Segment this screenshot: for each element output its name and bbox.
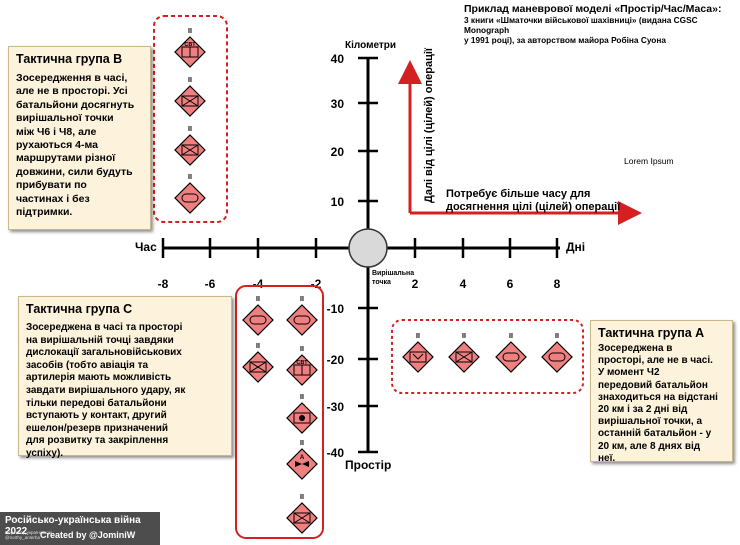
infantry-unit-icon: II	[448, 333, 480, 373]
x-tick-label: 6	[507, 277, 514, 291]
airborne-unit-icon: II	[402, 333, 434, 373]
aviation-unit-icon: II A	[286, 440, 318, 480]
lorem-label: Lorem Ipsum	[624, 156, 674, 166]
x-tick-label: -2	[311, 277, 322, 291]
echelon-label: II	[188, 126, 192, 133]
x-tick-label: -4	[253, 277, 264, 291]
arrow-up-label: Далі від цілі (цілей) операції	[423, 47, 435, 203]
echelon-label: II	[509, 333, 513, 340]
echelon-label: II	[462, 333, 466, 340]
group-c-title: Тактична група C	[26, 302, 133, 316]
echelon-label: II	[188, 28, 192, 35]
x-left-label: Час	[135, 240, 157, 254]
y-tick-label: -10	[327, 302, 345, 316]
unit-diamond	[495, 341, 527, 373]
artillery-unit-icon: II	[286, 394, 318, 434]
unit-diamond	[174, 182, 206, 214]
header-subtitle: 3 книги «Шматочки військової шахівниці» …	[464, 15, 698, 45]
group-a-title: Тактична група A	[598, 326, 705, 340]
armor-unit-icon: II	[286, 296, 318, 336]
unit-diamond	[242, 304, 274, 336]
y-tick-label: 30	[331, 97, 345, 111]
echelon-label: II	[256, 296, 260, 303]
cbt-label: CBT	[296, 360, 308, 366]
credit-author: Created by @JominiW	[40, 530, 136, 540]
unit-diamond	[286, 304, 318, 336]
credit-title: Російсько-українська війна 2022	[5, 515, 141, 537]
credit-translator: Переклад українською @northy_anterha	[5, 530, 53, 540]
y-tick-label: 20	[331, 145, 345, 159]
center-label: Вирішальна точка	[372, 270, 415, 286]
unit-diamond	[541, 341, 573, 373]
x-tick-label: -8	[158, 277, 169, 291]
arrow-right-label: Потребує більше часу для досягнення цілі…	[446, 188, 621, 213]
y-bottom-label: Простір	[345, 458, 392, 472]
decisive-point-circle	[348, 228, 388, 268]
echelon-label: II	[416, 333, 420, 340]
armor-unit-icon: II	[242, 296, 274, 336]
header: Приклад маневрової моделі «Простір/Час/М…	[464, 3, 736, 45]
echelon-label: II	[300, 296, 304, 303]
x-tick-label: 4	[460, 277, 467, 291]
unit-diamond	[402, 341, 434, 373]
x-right-label: Дні	[566, 240, 586, 254]
y-tick-label: -30	[327, 400, 345, 414]
group-b-text: Зосередження в часі, але не в просторі. …	[16, 72, 135, 219]
y-tick-label: -40	[327, 446, 345, 460]
echelon-label: II	[300, 346, 304, 353]
group-b-border	[153, 15, 228, 223]
x-tick-label: -6	[205, 277, 216, 291]
group-c-border	[235, 285, 324, 539]
group-b-title: Тактична група B	[16, 52, 123, 66]
cbt-label: CBT	[184, 42, 196, 48]
armor-unit-icon: II	[174, 174, 206, 214]
credit-banner: Російсько-українська війна 2022 Переклад…	[0, 512, 160, 545]
aviation-label: A	[300, 455, 305, 461]
echelon-label: II	[555, 333, 559, 340]
group-a-border	[391, 319, 584, 394]
echelon-label: II	[300, 394, 304, 401]
echelon-label: II	[300, 440, 304, 447]
echelon-label: II	[300, 494, 304, 501]
group-c-box: Тактична група C Зосереджена в часі та п…	[18, 296, 232, 459]
header-title: Приклад маневрової моделі «Простір/Час/М…	[464, 3, 722, 15]
echelon-label: II	[256, 343, 260, 350]
echelon-label: II	[188, 174, 192, 181]
infantry-unit-icon: II	[286, 494, 318, 534]
armor-unit-icon: II	[541, 333, 573, 373]
group-a-text: Зосереджена в просторі, але не в часі. У…	[598, 343, 718, 464]
infantry-unit-icon: II	[174, 126, 206, 166]
group-b-box: Тактична група B Зосередження в часі, ал…	[8, 46, 151, 230]
y-tick-label: -20	[327, 353, 345, 367]
cbt-unit-icon: II CBT	[286, 346, 318, 386]
infantry-unit-icon: II	[242, 343, 274, 383]
y-axis-title: Кілометри	[345, 40, 397, 51]
x-tick-label: 8	[554, 277, 561, 291]
echelon-label: II	[188, 77, 192, 84]
x-tick-label: 2	[412, 277, 419, 291]
group-c-text: Зосереджена в часі та просторі на виріша…	[26, 322, 186, 459]
infantry-unit-icon: II	[174, 77, 206, 117]
armor-unit-icon: II	[495, 333, 527, 373]
y-tick-label: 40	[331, 52, 345, 66]
cbt-unit-icon: II CBT	[174, 28, 206, 68]
group-a-box: Тактична група A Зосереджена в просторі,…	[590, 320, 733, 464]
y-tick-label: 10	[331, 195, 345, 209]
